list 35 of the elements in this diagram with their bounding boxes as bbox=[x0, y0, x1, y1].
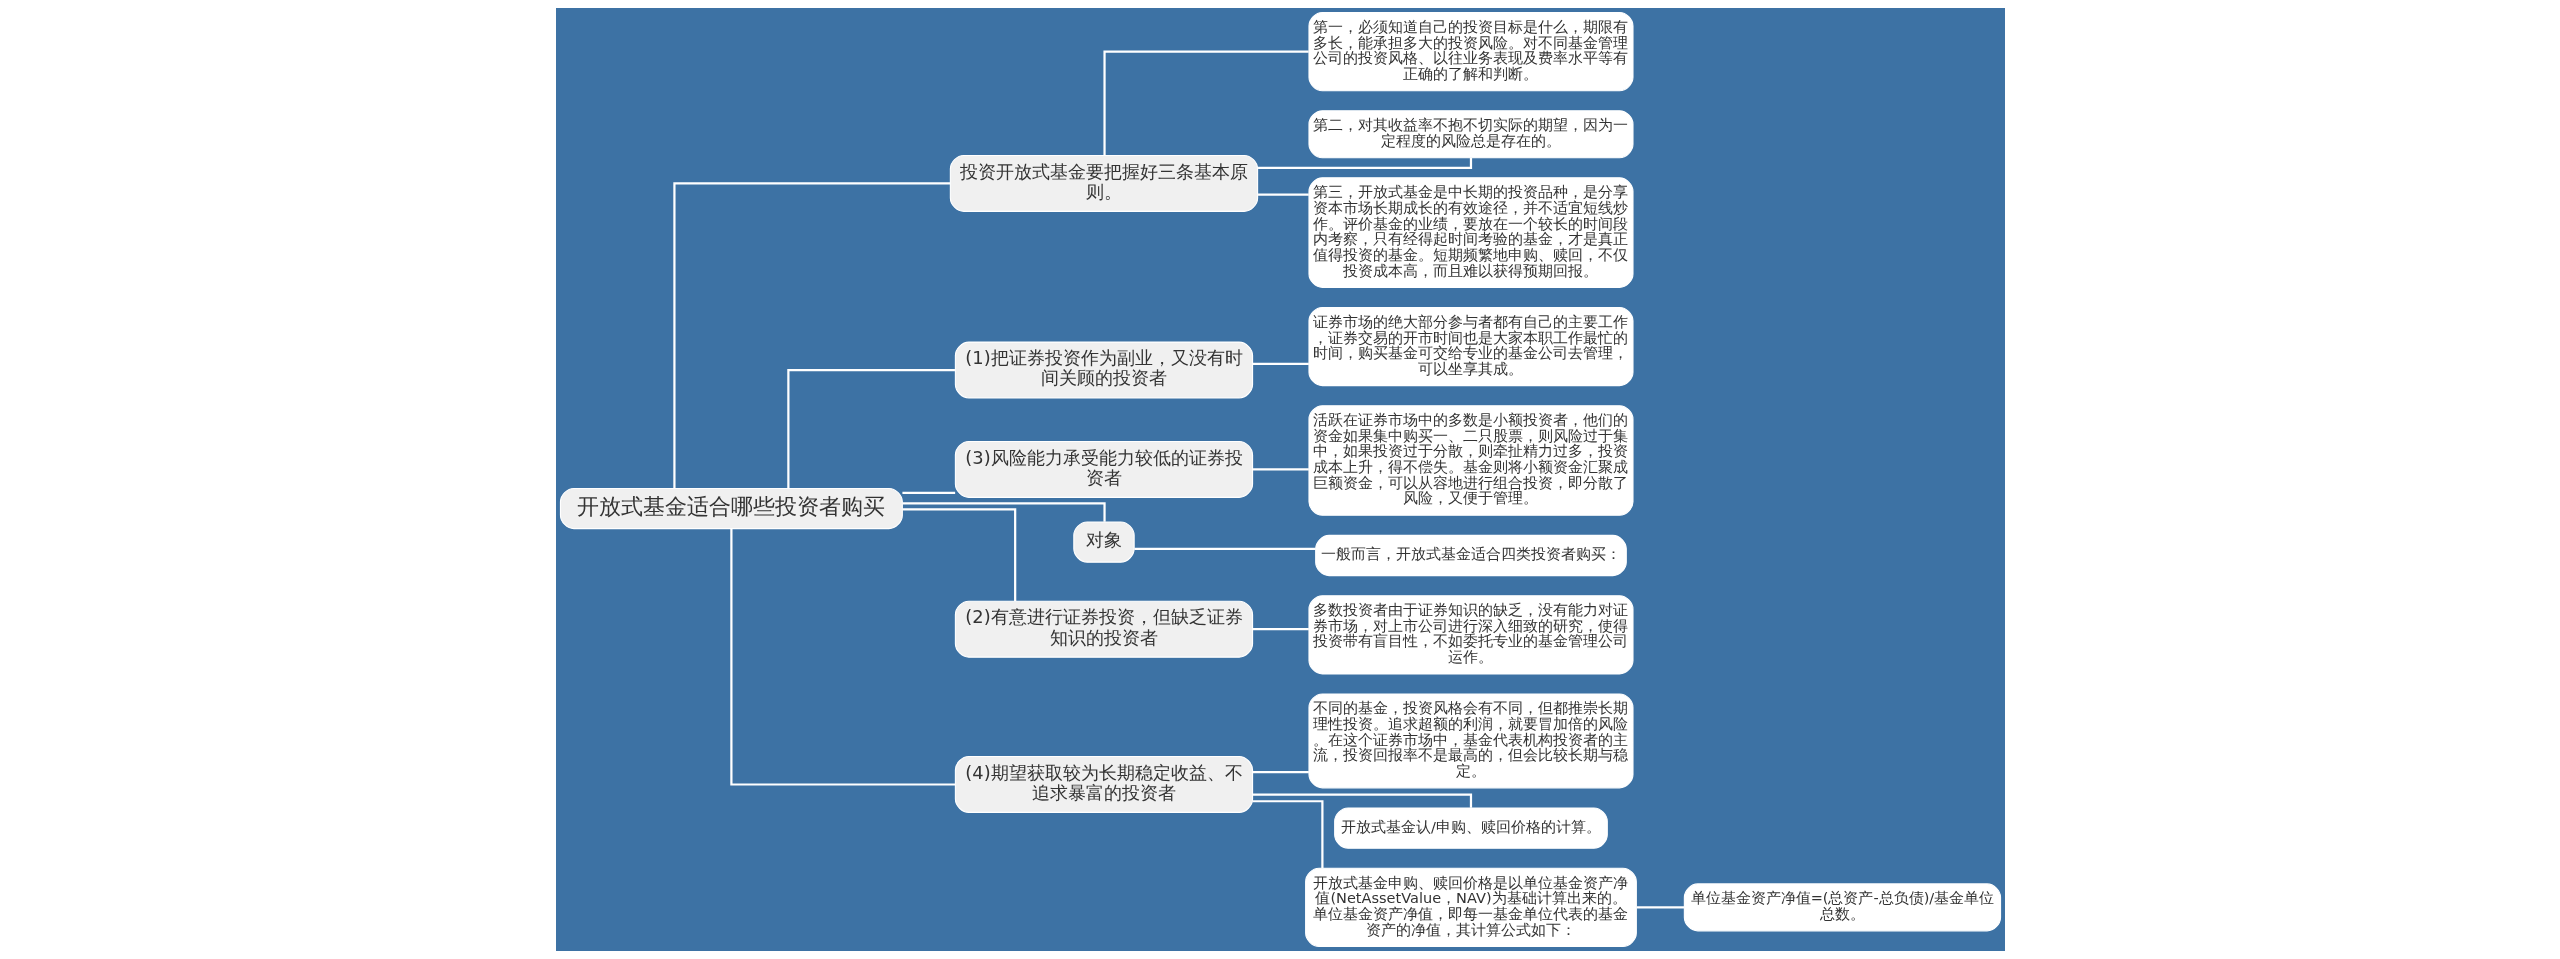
node-box: 开放式基金申购、赎回价格是以单位基金资产净值(NetAssetValue，NAV)为基础计算出来的。单位基金资产净值，即每一基金单位代表的基金资产的净值，其计算公式如下： bbox=[1304, 867, 1637, 948]
node-box: 投资开放式基金要把握好三条基本原则。 bbox=[949, 154, 1258, 212]
connector bbox=[1257, 193, 1309, 196]
node-box: (3)风险能力承受能力较低的证券投资者 bbox=[954, 440, 1253, 498]
connector bbox=[729, 528, 955, 786]
node-box: 活跃在证券市场中的多数是小额投资者，他们的资金如果集中购买一、二只股票，则风险过于集中，如果投资过于分散，则牵扯精力过多，投资成本上升，得不偿失。基金则将小额资金汇聚成巨额资金，可以从容地进行组合投资，即分散了风险，又便于管理。 bbox=[1307, 405, 1634, 516]
node-box: (2)有意进行证券投资，但缺乏证券知识的投资者 bbox=[954, 600, 1253, 658]
connector bbox=[1252, 468, 1309, 471]
node-box: 对象 bbox=[1072, 521, 1135, 563]
node-box: 第三，开放式基金是中长期的投资品种，是分享资本市场长期成长的有效途径，并不适宜短线炒作。评价基金的业绩，要放在一个较长的时间段内考察，只有经得起时间考验的基金，才是真正值得投资的基金。短期频繁地申购、赎回，不仅投资成本高，而且难以获得预期回报。 bbox=[1307, 177, 1634, 288]
connector bbox=[672, 182, 950, 489]
node-box: 一般而言，开放式基金适合四类投资者购买： bbox=[1314, 534, 1627, 577]
node-box: 第一，必须知道自己的投资目标是什么，期限有多长，能承担多大的投资风险。对不同基金管理公司的投资风格、以往业务表现及费率水平等有正确的了解和判断。 bbox=[1307, 11, 1634, 92]
connector bbox=[902, 502, 1106, 522]
connector bbox=[1102, 50, 1309, 156]
node-box: 开放式基金认/申购、赎回价格的计算。 bbox=[1333, 807, 1608, 849]
node-box: (1)把证券投资作为副业，又没有时间关顾的投资者 bbox=[954, 341, 1253, 399]
connector bbox=[901, 491, 955, 495]
node-box: 第二，对其收益率不抱不切实际的期望，因为一定程度的风险总是存在的。 bbox=[1307, 110, 1634, 159]
connector bbox=[1636, 906, 1684, 909]
node-box: 多数投资者由于证券知识的缺乏，没有能力对证券市场，对上市公司进行深入细致的研究，使得投资带有盲目性，不如委托专业的基金管理公司运作。 bbox=[1307, 595, 1634, 675]
node-box: (4)期望获取较为长期稳定收益、不追求暴富的投资者 bbox=[954, 756, 1253, 813]
node-box: 开放式基金适合哪些投资者购买 bbox=[559, 487, 903, 530]
connector bbox=[1252, 628, 1309, 631]
node-box: 证券市场的绝大部分参与者都有自己的主要工作，证券交易的开市时间也是大家本职工作最忙的时间，购买基金可交给专业的基金公司去管理，可以坐享其成。 bbox=[1307, 306, 1634, 387]
connector bbox=[1252, 771, 1309, 774]
node-box: 不同的基金，投资风格会有不同，但都推崇长期理性投资。追求超额的利润，就要冒加倍的风险。在这个证券市场中，基金代表机构投资者的主流，投资回报率不是最高的，但会比较长期与稳定。 bbox=[1307, 693, 1634, 789]
connector bbox=[902, 508, 1016, 602]
connector bbox=[1252, 793, 1472, 808]
connector bbox=[786, 368, 955, 489]
connector bbox=[1252, 362, 1309, 365]
connector bbox=[1133, 547, 1316, 550]
node-box: 单位基金资产净值=(总资产-总负债)/基金单位总数。 bbox=[1683, 883, 2001, 932]
connector bbox=[1252, 800, 1323, 869]
connector bbox=[1257, 157, 1472, 169]
